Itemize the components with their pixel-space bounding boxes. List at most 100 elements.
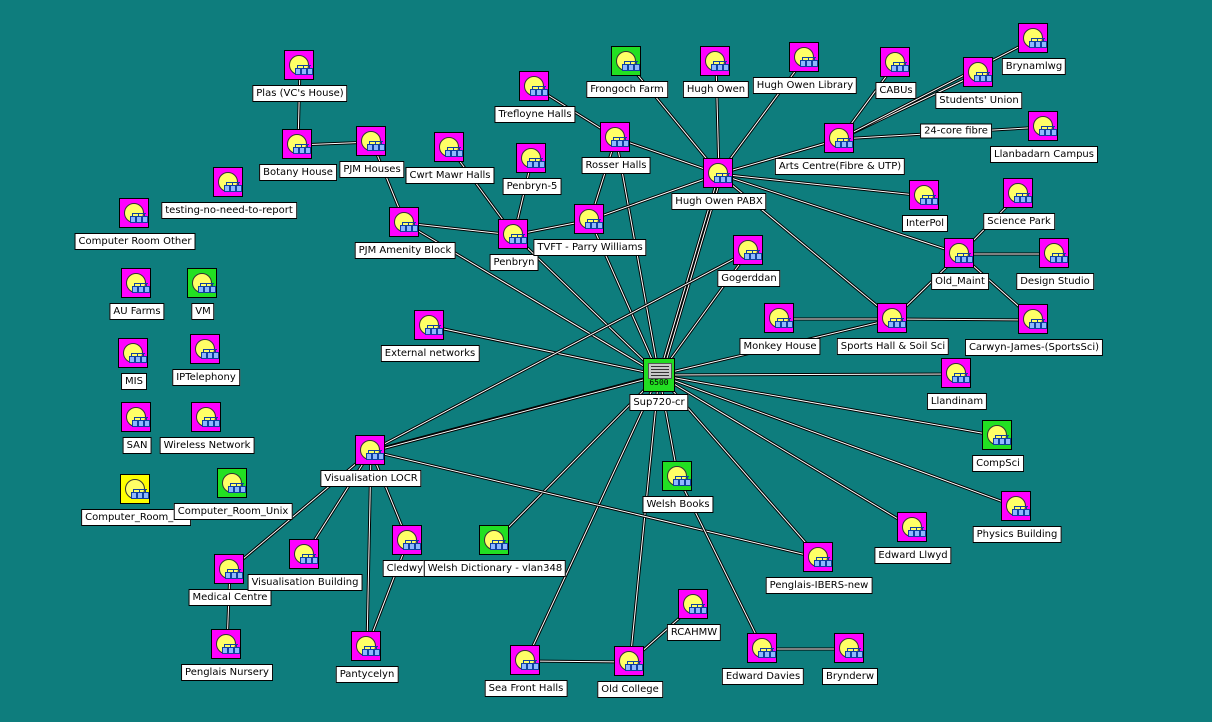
network-node-icon[interactable] [498,219,528,249]
node-label: Plas (VC's House) [252,85,348,102]
network-node-icon[interactable] [747,633,777,663]
link-rosser-pabx [615,137,720,175]
node-label: IPTelephony [172,369,240,386]
network-node-icon[interactable] [190,334,220,364]
link-sup720-compsci [658,374,999,437]
network-node-icon[interactable] [356,126,386,156]
node-label: CompSci [972,455,1024,472]
network-node-icon[interactable] [120,474,150,504]
network-node-icon[interactable] [414,310,444,340]
network-node-icon[interactable] [600,122,630,152]
node-label: PJM Amenity Block [354,242,456,259]
network-node-icon[interactable] [355,435,385,465]
network-node-icon[interactable] [803,542,833,572]
network-node-icon[interactable] [479,525,509,555]
network-node-icon[interactable] [1039,238,1069,268]
network-node-icon[interactable] [516,143,546,173]
network-node-icon[interactable] [187,268,217,298]
link-sup720-rosser [615,137,660,376]
node-label: Old College [597,681,663,698]
link-sup720-edllwyd [658,374,914,529]
network-node-icon[interactable] [119,198,149,228]
link-sup720-seafront [525,374,660,662]
link-pjma-penbryn [404,222,515,236]
network-node-icon[interactable] [764,303,794,333]
node-label: Brynderw [821,668,879,685]
network-node-icon[interactable] [217,468,247,498]
network-node-icon[interactable] [213,167,243,197]
link-sup720-extnet [429,325,660,376]
node-label: InterPol [901,215,949,232]
network-node-icon[interactable] [289,539,319,569]
network-node-icon[interactable] [614,646,644,676]
node-label: Frongoch Farm [586,81,668,98]
network-node-icon[interactable] [434,132,464,162]
link-cledwyn-pantycelyn [366,540,409,648]
node-label: Old_Maint [931,273,989,290]
network-node-icon[interactable] [392,525,422,555]
network-node-icon[interactable] [121,268,151,298]
node-label: SAN [122,437,152,454]
network-node-icon[interactable] [519,71,549,101]
link-tvft-pabx [589,173,720,221]
node-label: Hugh Owen [682,81,750,98]
network-node-icon[interactable] [703,158,733,188]
node-label: Arts Centre(Fibre & UTP) [774,158,906,175]
network-node-icon[interactable] [700,46,730,76]
network-node-icon[interactable] [909,180,939,210]
node-label: AU Farms [109,303,165,320]
network-node-icon[interactable] [877,303,907,333]
node-label: MIS [121,373,147,390]
network-node-icon[interactable] [389,207,419,237]
network-node-icon[interactable] [834,633,864,663]
network-node-icon[interactable] [944,238,974,268]
node-label: External networks [380,345,480,362]
node-label: Brynamlwg [1001,58,1067,75]
network-node-icon[interactable] [662,461,692,491]
network-node-icon[interactable] [574,204,604,234]
network-node-icon[interactable] [282,129,312,159]
network-node-icon[interactable] [191,402,221,432]
network-node-icon[interactable] [789,42,819,72]
node-label: Design Studio [1016,273,1094,290]
network-node-icon[interactable] [284,50,314,80]
node-label: Llanbadarn Campus [990,146,1098,163]
network-node-icon[interactable] [118,338,148,368]
node-label: Pantycelyn [335,666,399,683]
network-node-icon[interactable] [963,57,993,87]
node-label: VM [191,303,215,320]
network-node-icon[interactable] [733,235,763,265]
link-sup720-physics [658,374,1018,508]
node-label: Computer_Room_NT [81,509,191,526]
node-label: Monkey House [739,338,821,355]
node-label: Wireless Network [159,437,255,454]
network-node-icon[interactable] [510,645,540,675]
network-node-icon[interactable] [121,402,151,432]
link-sup720-oldcollege [629,374,660,663]
network-node-icon[interactable] [1018,304,1048,334]
network-node-icon[interactable] [880,47,910,77]
node-label: Gogerddan [717,270,781,287]
network-node-icon[interactable] [824,123,854,153]
network-node-icon[interactable] [941,358,971,388]
network-node-icon[interactable] [1003,178,1033,208]
network-node-icon[interactable] [1001,491,1031,521]
node-label: Hugh Owen Library [752,77,858,94]
network-node-icon[interactable] [678,589,708,619]
node-label: testing-no-need-to-report [161,202,297,219]
network-node-icon[interactable] [1018,23,1048,53]
switch-icon[interactable]: 6500 [643,358,675,392]
node-label: Sports Hall & Soil Sci [836,338,950,355]
network-node-icon[interactable] [214,554,244,584]
network-node-icon[interactable] [611,46,641,76]
node-label: Computer_Room_Unix [173,503,293,520]
network-node-icon[interactable] [211,629,241,659]
network-node-icon[interactable] [351,631,381,661]
node-label: Penglais Nursery [181,664,273,681]
network-node-icon[interactable] [897,512,927,542]
network-node-icon[interactable] [982,420,1012,450]
link-pabx-arts [718,138,841,175]
network-node-icon[interactable] [1028,111,1058,141]
node-label: Visualisation LOCR [320,470,422,487]
node-label: Penbryn-5 [502,178,562,195]
